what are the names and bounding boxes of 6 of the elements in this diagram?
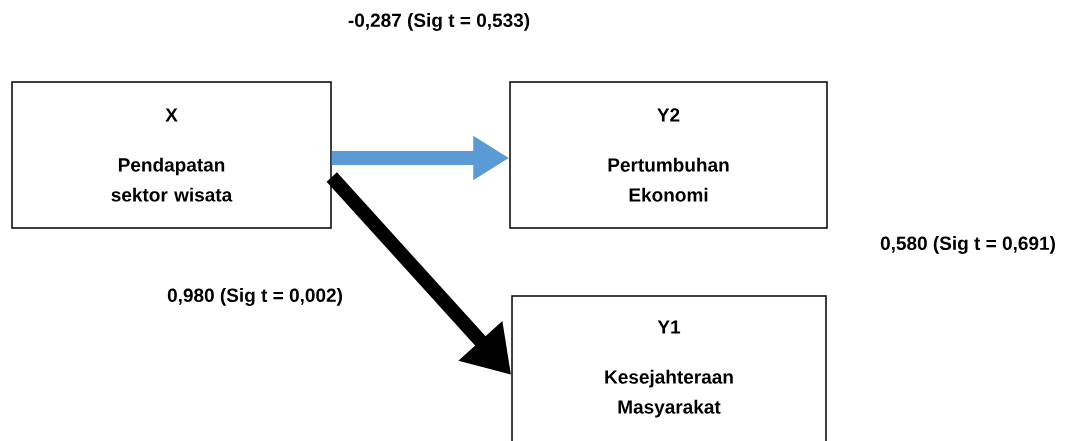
text-box: Y2 Pertumbuhan Ekonomi	[509, 81, 828, 229]
text-box: X Pendapatan sektor wisata	[11, 81, 332, 229]
text-box: Y1 Kesejahteraan Masyarakat	[511, 295, 827, 441]
coefficient-label: 0,580 (Sig t = 0,691)	[880, 236, 1055, 254]
coefficient-label: -0,287 (Sig t = 0,533)	[348, 13, 530, 31]
coefficient-label: 0,980 (Sig t = 0,002)	[167, 288, 342, 306]
